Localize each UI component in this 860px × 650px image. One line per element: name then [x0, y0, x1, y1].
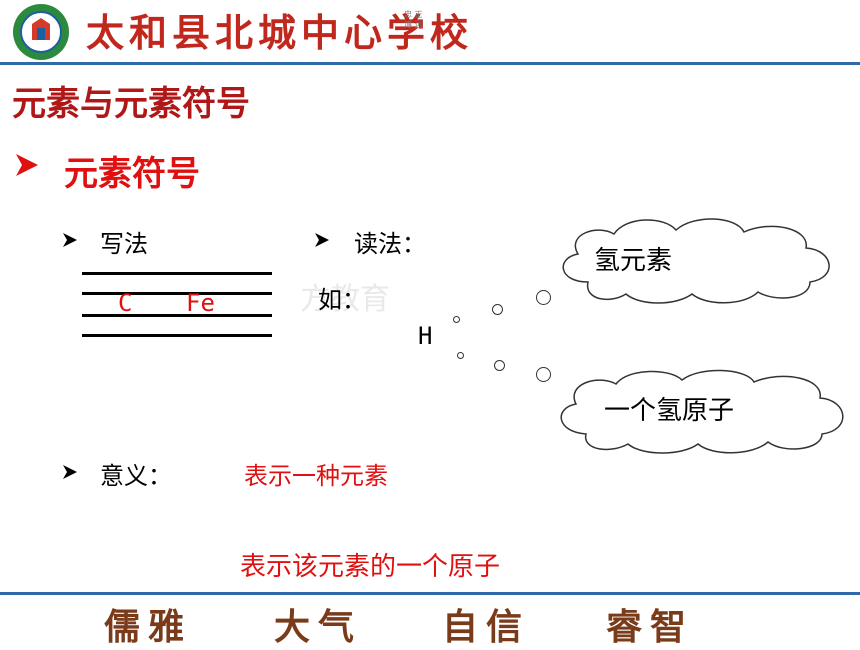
section-heading: 元素符号 — [64, 154, 200, 194]
meaning-2: 表示该元素的一个原子 — [240, 552, 501, 582]
watermark: 方教育 — [300, 282, 390, 317]
bullet-arrow-icon — [63, 465, 77, 479]
cloud-bottom-text: 一个氢原子 — [604, 396, 735, 426]
thought-dot — [536, 367, 551, 382]
footer-rule — [0, 592, 860, 595]
school-logo — [13, 4, 69, 60]
symbol-c: C — [118, 289, 133, 317]
thought-dot — [536, 290, 551, 305]
reading-label: 读法： — [354, 230, 426, 258]
school-motto-small: 忠 正 博 远 — [404, 10, 423, 29]
school-name: 太和县北城中心学校 — [86, 10, 474, 55]
thought-dot — [494, 360, 505, 371]
symbol-fe: Fe — [186, 289, 215, 317]
writing-label: 写法 — [100, 230, 148, 258]
staff-line — [82, 334, 272, 337]
thought-cloud — [560, 369, 844, 454]
staff-line — [82, 314, 272, 317]
example-symbol: H — [418, 322, 433, 350]
footer-motto-1: 儒雅 — [104, 606, 193, 648]
cloud-top-text: 氢元素 — [594, 246, 673, 276]
slide-title: 元素与元素符号 — [12, 84, 250, 124]
thought-dot — [453, 316, 460, 323]
staff-line — [82, 292, 272, 295]
footer-motto-2: 大气 — [274, 606, 363, 648]
bullet-arrow-icon — [63, 233, 77, 247]
thought-dot — [457, 352, 464, 359]
bullet-arrow-icon — [16, 154, 38, 176]
meaning-label: 意义： — [100, 462, 172, 490]
thought-dot — [492, 304, 503, 315]
bullet-arrow-icon — [315, 233, 329, 247]
header-rule — [0, 62, 860, 65]
example-label: 如： — [318, 286, 366, 314]
footer-motto-4: 睿智 — [606, 606, 695, 648]
meaning-1: 表示一种元素 — [244, 462, 388, 490]
footer-motto-3: 自信 — [442, 606, 531, 648]
staff-line — [82, 272, 272, 275]
thought-cloud — [562, 218, 830, 304]
